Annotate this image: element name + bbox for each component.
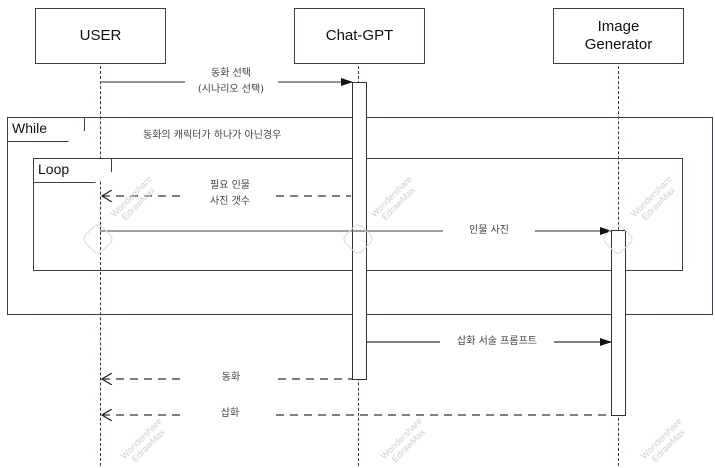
message-label-illustration-prompt: 삽화 서술 프롬프트 bbox=[457, 336, 537, 347]
message-label-person-photo: 인물 사진 bbox=[469, 225, 509, 236]
actor-user-label: USER bbox=[79, 27, 122, 44]
loop-frame-tag: Loop bbox=[33, 158, 112, 183]
message-label-fairytale: 동화 bbox=[221, 372, 241, 383]
while-frame-tag: While bbox=[7, 117, 85, 142]
actor-chatgpt[interactable]: Chat-GPT bbox=[294, 8, 425, 64]
message-label-required-photos: 필요 인물 사진 갯수 bbox=[210, 180, 250, 207]
actor-image-generator[interactable]: Image Generator bbox=[553, 8, 684, 64]
actor-user[interactable]: USER bbox=[35, 8, 166, 64]
lifeline-user bbox=[100, 66, 101, 466]
actor-chatgpt-label: Chat-GPT bbox=[325, 27, 394, 44]
activation-imagegen bbox=[611, 230, 626, 416]
message-label-select-story: 동화 선택 (시나리오 선택) bbox=[197, 68, 265, 95]
while-condition: 동화의 캐릭터가 하나가 아닌경우 bbox=[143, 130, 282, 141]
actor-imagegen-label-line1: Image bbox=[597, 18, 640, 35]
actor-imagegen-label-line2: Generator bbox=[584, 36, 653, 53]
message-label-illustration: 삽화 bbox=[220, 408, 240, 419]
